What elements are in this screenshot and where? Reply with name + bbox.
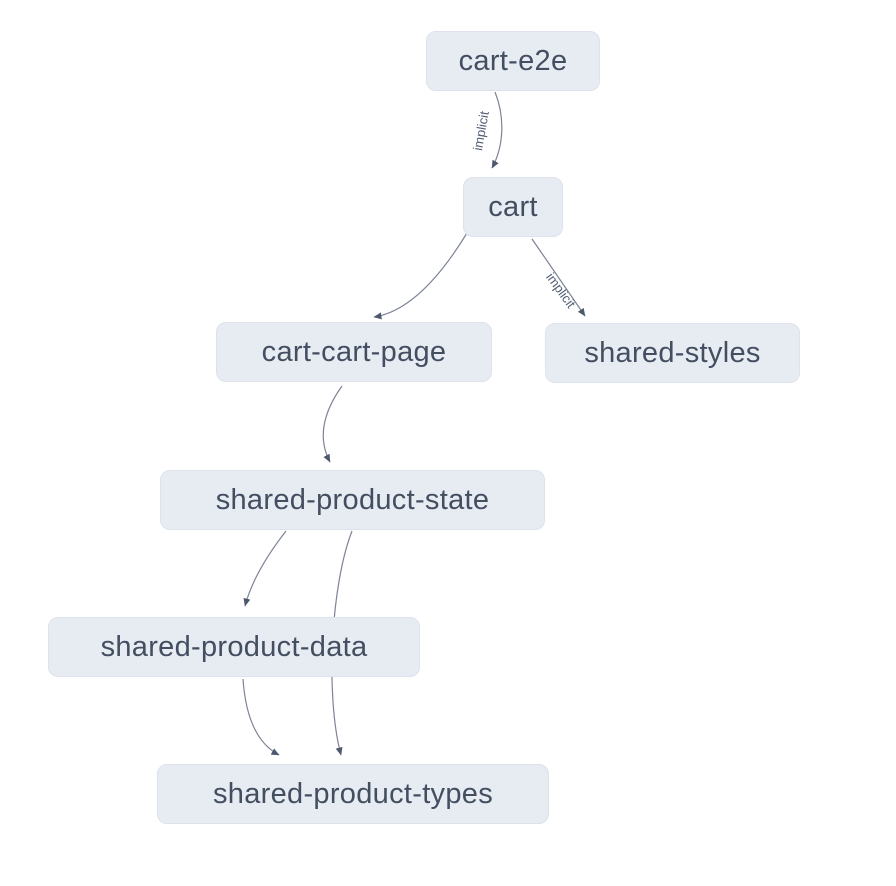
node-shared-product-types[interactable]: shared-product-types (157, 764, 549, 824)
edge-cart-e2e-to-cart[interactable] (491, 91, 503, 169)
node-cart-cart-page[interactable]: cart-cart-page (216, 322, 492, 382)
node-label: shared-styles (584, 336, 761, 369)
node-label: shared-product-state (215, 483, 490, 516)
edge-shared-product-state-to-shared-product-data[interactable] (243, 530, 287, 607)
edge-cart-cart-page-to-shared-product-state[interactable] (322, 385, 343, 463)
node-label: cart-e2e (458, 44, 568, 77)
node-cart[interactable]: cart (463, 177, 563, 237)
node-label: cart-cart-page (261, 335, 447, 368)
node-shared-product-data[interactable]: shared-product-data (48, 617, 420, 677)
node-label: shared-product-types (212, 777, 494, 810)
node-cart-e2e[interactable]: cart-e2e (426, 31, 600, 91)
edge-cart-to-shared-styles[interactable] (531, 238, 586, 317)
edge-label-implicit-cart-e2e-cart: implicit (470, 110, 492, 152)
edge-label-implicit-cart-shared-styles: implicit (543, 270, 579, 311)
edge-cart-to-cart-cart-page[interactable] (373, 232, 468, 320)
node-label: shared-product-data (100, 630, 368, 663)
node-shared-styles[interactable]: shared-styles (545, 323, 800, 383)
node-label: cart (488, 190, 538, 223)
edge-shared-product-data-to-shared-product-types[interactable] (242, 678, 280, 756)
node-shared-product-state[interactable]: shared-product-state (160, 470, 545, 530)
